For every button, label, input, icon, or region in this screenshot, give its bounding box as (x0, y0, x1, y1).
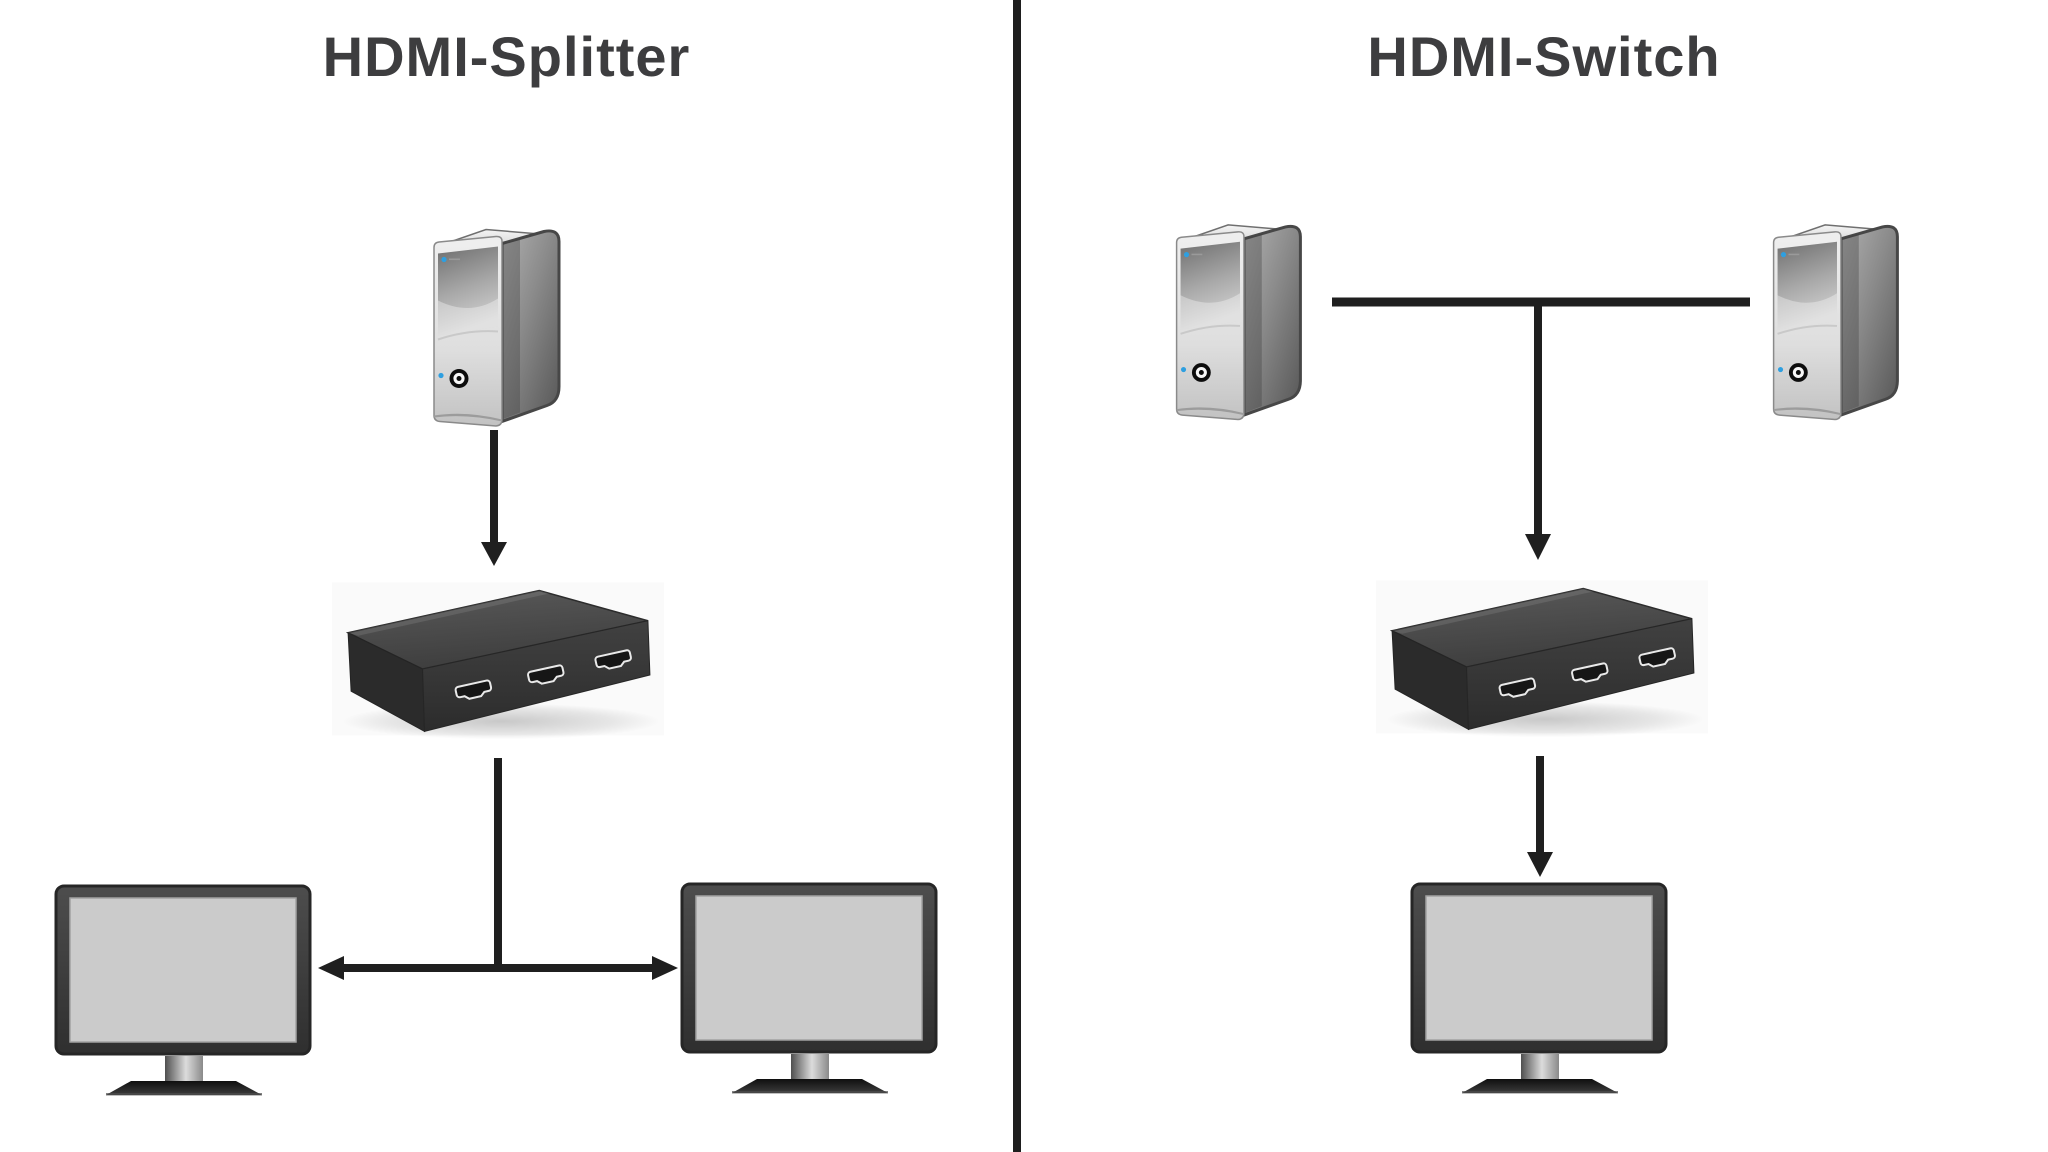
arrow-switch-to-monitor (1527, 756, 1553, 877)
monitor-icon (54, 884, 312, 1096)
monitor-icon (680, 882, 938, 1094)
hdmi-splitter-box-icon (332, 582, 664, 741)
splitter-panel-title: HDMI-Splitter (322, 25, 691, 88)
computer-tower-icon (1772, 223, 1899, 422)
panel-divider-line (1013, 0, 1021, 1152)
arrow-pc-to-splitter (481, 430, 507, 566)
hdmi-switch-box-icon (1376, 580, 1708, 739)
computer-tower-icon (432, 228, 561, 428)
computer-tower-icon (1175, 223, 1302, 422)
connector-splitter-to-monitors (318, 758, 678, 980)
monitor-icon (1410, 882, 1668, 1094)
connector-pcs-to-switch (1332, 297, 1750, 560)
switch-panel-title: HDMI-Switch (1367, 25, 1721, 88)
